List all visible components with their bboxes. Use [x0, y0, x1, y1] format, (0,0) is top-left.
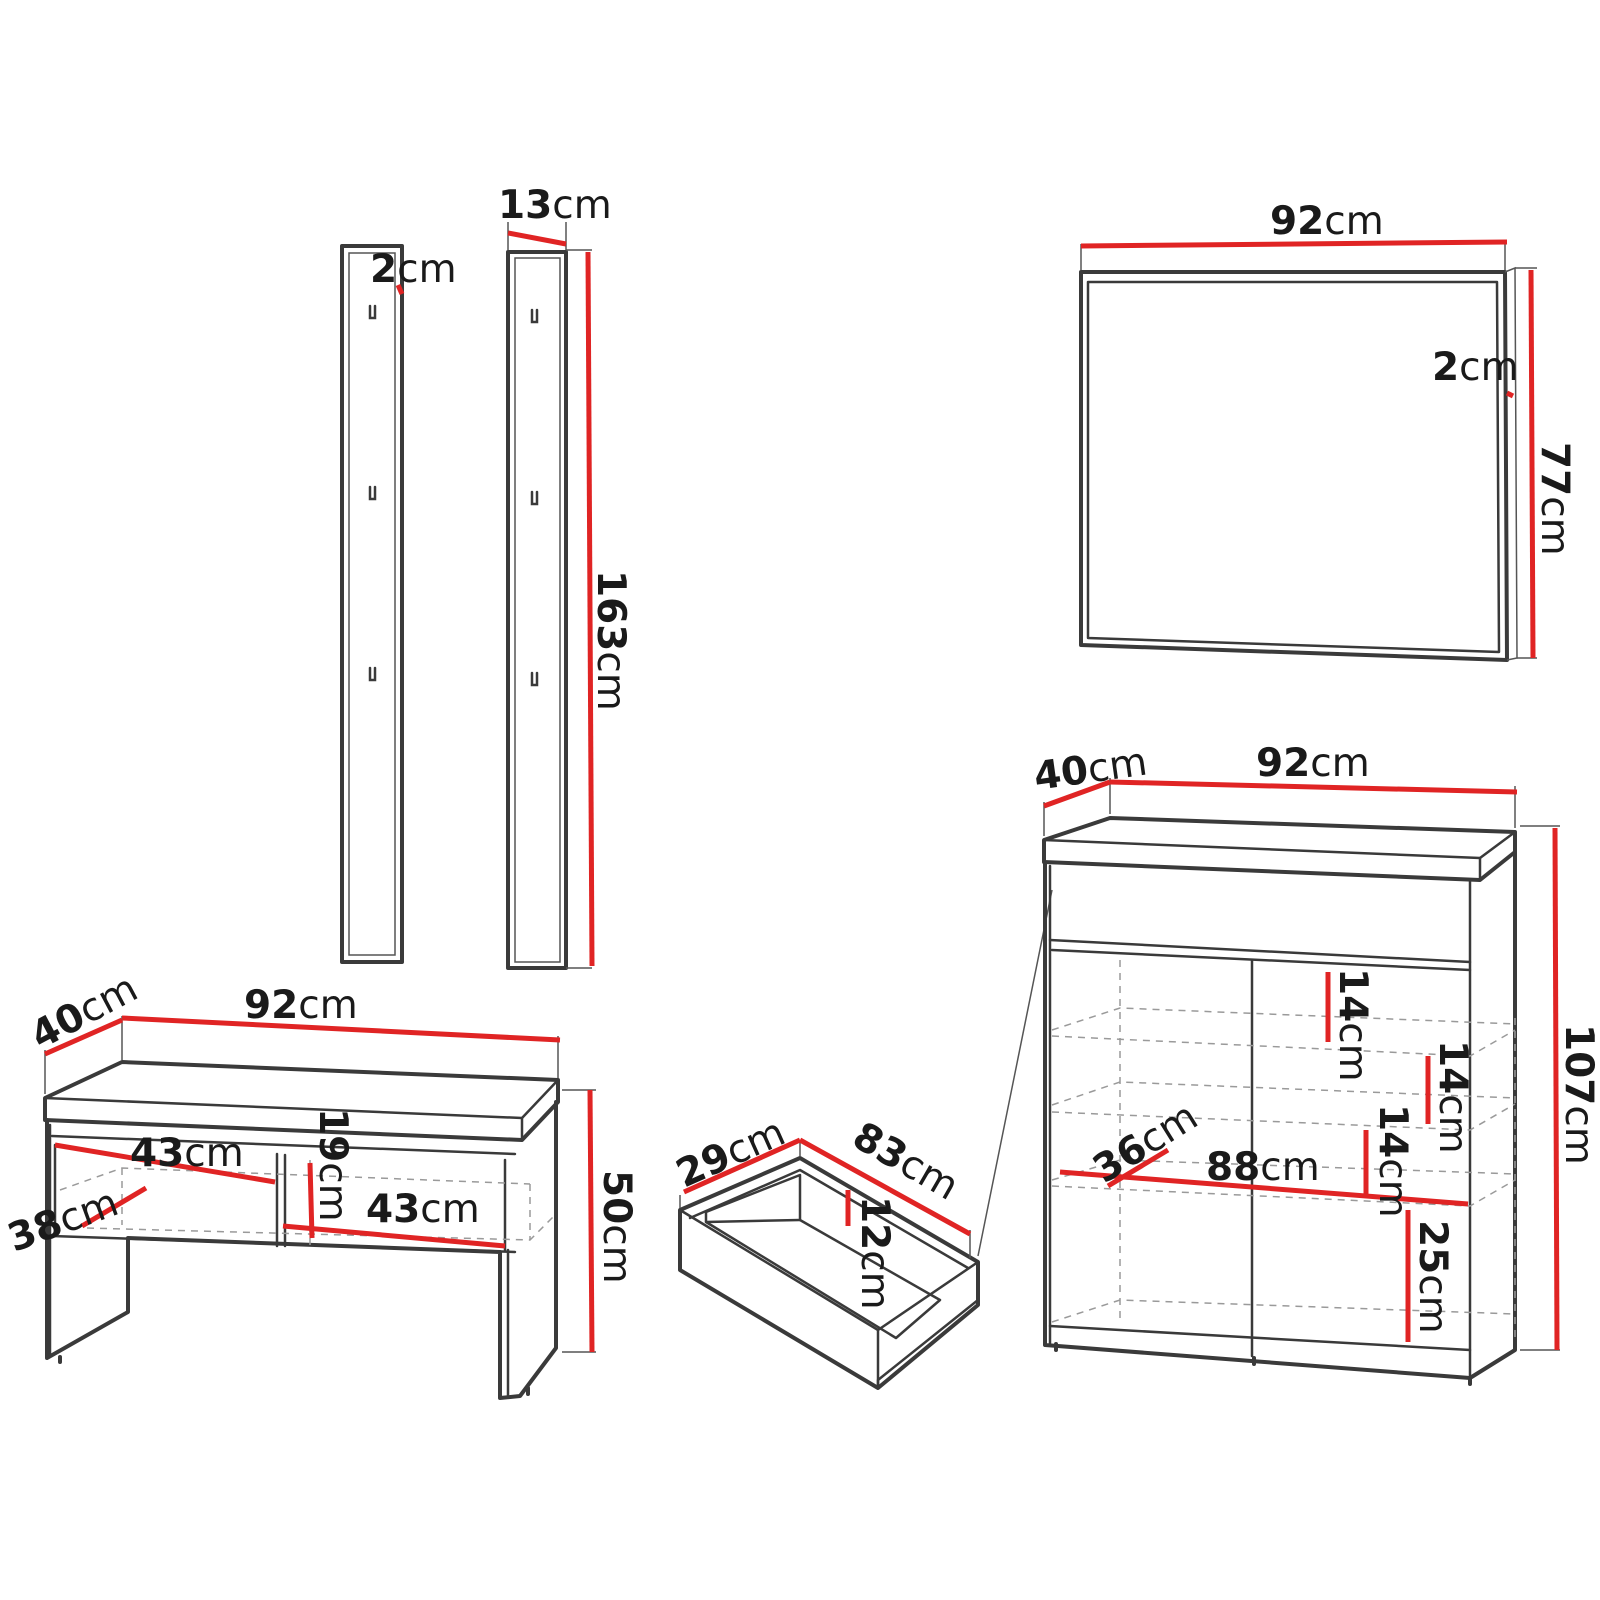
dim-line-panel-height — [585, 251, 595, 967]
dim-line-bench-left-depth — [80, 1185, 148, 1229]
label-bench-depth: 40cm — [24, 966, 146, 1059]
dim-line-bench-height — [587, 1089, 595, 1353]
dim-line-mirror-depth — [1505, 390, 1515, 399]
label-drawer-height: 12cm — [852, 1196, 897, 1310]
hook-icon — [368, 304, 377, 320]
dim-line-drawer-width — [798, 1137, 972, 1237]
label-cabinet-shelf-gap-left: 14cm — [1330, 968, 1375, 1082]
label-cabinet-shelf-gap-right-mid: 14cm — [1370, 1104, 1415, 1218]
label-bench-height: 50cm — [594, 1170, 639, 1284]
dim-line-cabinet-depth — [1043, 779, 1111, 809]
dim-line-bench-depth — [43, 1017, 124, 1057]
hook-icon — [368, 666, 377, 682]
dim-line-cabinet-width — [1109, 779, 1518, 795]
bench — [43, 1015, 596, 1400]
hook-icon — [368, 485, 377, 501]
label-bench-right-compartment-width: 43cm — [366, 1187, 480, 1232]
mirror — [1079, 239, 1537, 662]
label-mirror-width: 92cm — [1270, 199, 1384, 244]
label-cabinet-height: 107cm — [1556, 1024, 1600, 1165]
dim-line-cabinet-shelf-width — [1059, 1169, 1469, 1207]
drawer — [678, 889, 1053, 1390]
dim-line-drawer-depth — [682, 1137, 802, 1195]
dim-line-bench-width — [121, 1015, 561, 1043]
label-cabinet-shelf-gap-right-top: 14cm — [1430, 1040, 1475, 1154]
dim-line-panel-width — [507, 230, 567, 247]
label-panel-wide-width: 13cm — [498, 183, 612, 228]
label-bench-left-compartment-depth: 38cm — [2, 1180, 124, 1261]
dim-line-panel-depth — [395, 283, 405, 296]
label-cabinet-bottom-gap: 25cm — [1410, 1220, 1455, 1334]
label-panel-narrow-depth: 2cm — [370, 247, 457, 292]
cabinet — [1042, 778, 1560, 1386]
dim-line-mirror-width — [1080, 239, 1508, 249]
dim-line-cabinet-height — [1552, 827, 1560, 1351]
label-panel-height: 163cm — [588, 570, 633, 711]
dim-line-mirror-height — [1528, 269, 1536, 659]
hook-icon — [530, 308, 539, 324]
wall-panel-narrow — [340, 244, 405, 964]
label-cabinet-width: 92cm — [1256, 741, 1370, 786]
dim-line-cabinet-shelf-depth — [1106, 1147, 1170, 1189]
label-mirror-depth: 2cm — [1432, 345, 1519, 390]
hook-icon — [530, 490, 539, 506]
label-drawer-depth: 29cm — [670, 1110, 792, 1197]
label-bench-left-compartment-width: 43cm — [130, 1131, 244, 1176]
label-mirror-height: 77cm — [1532, 442, 1577, 556]
dim-line-bench-right-width — [282, 1223, 506, 1249]
dimension-labels: 2cm 13cm 163cm 92cm 2cm 77cm 40cm 92cm 5… — [2, 183, 1600, 1334]
dim-line-bench-comp-height — [307, 1162, 315, 1239]
hook-icon — [530, 671, 539, 687]
label-bench-width: 92cm — [244, 983, 358, 1028]
dim-line-bench-left-width — [54, 1142, 276, 1185]
label-cabinet-shelf-width: 88cm — [1206, 1145, 1320, 1190]
wall-panel-front — [506, 222, 595, 970]
label-cabinet-depth: 40cm — [1031, 740, 1150, 800]
label-bench-compartment-height: 19cm — [310, 1108, 355, 1222]
